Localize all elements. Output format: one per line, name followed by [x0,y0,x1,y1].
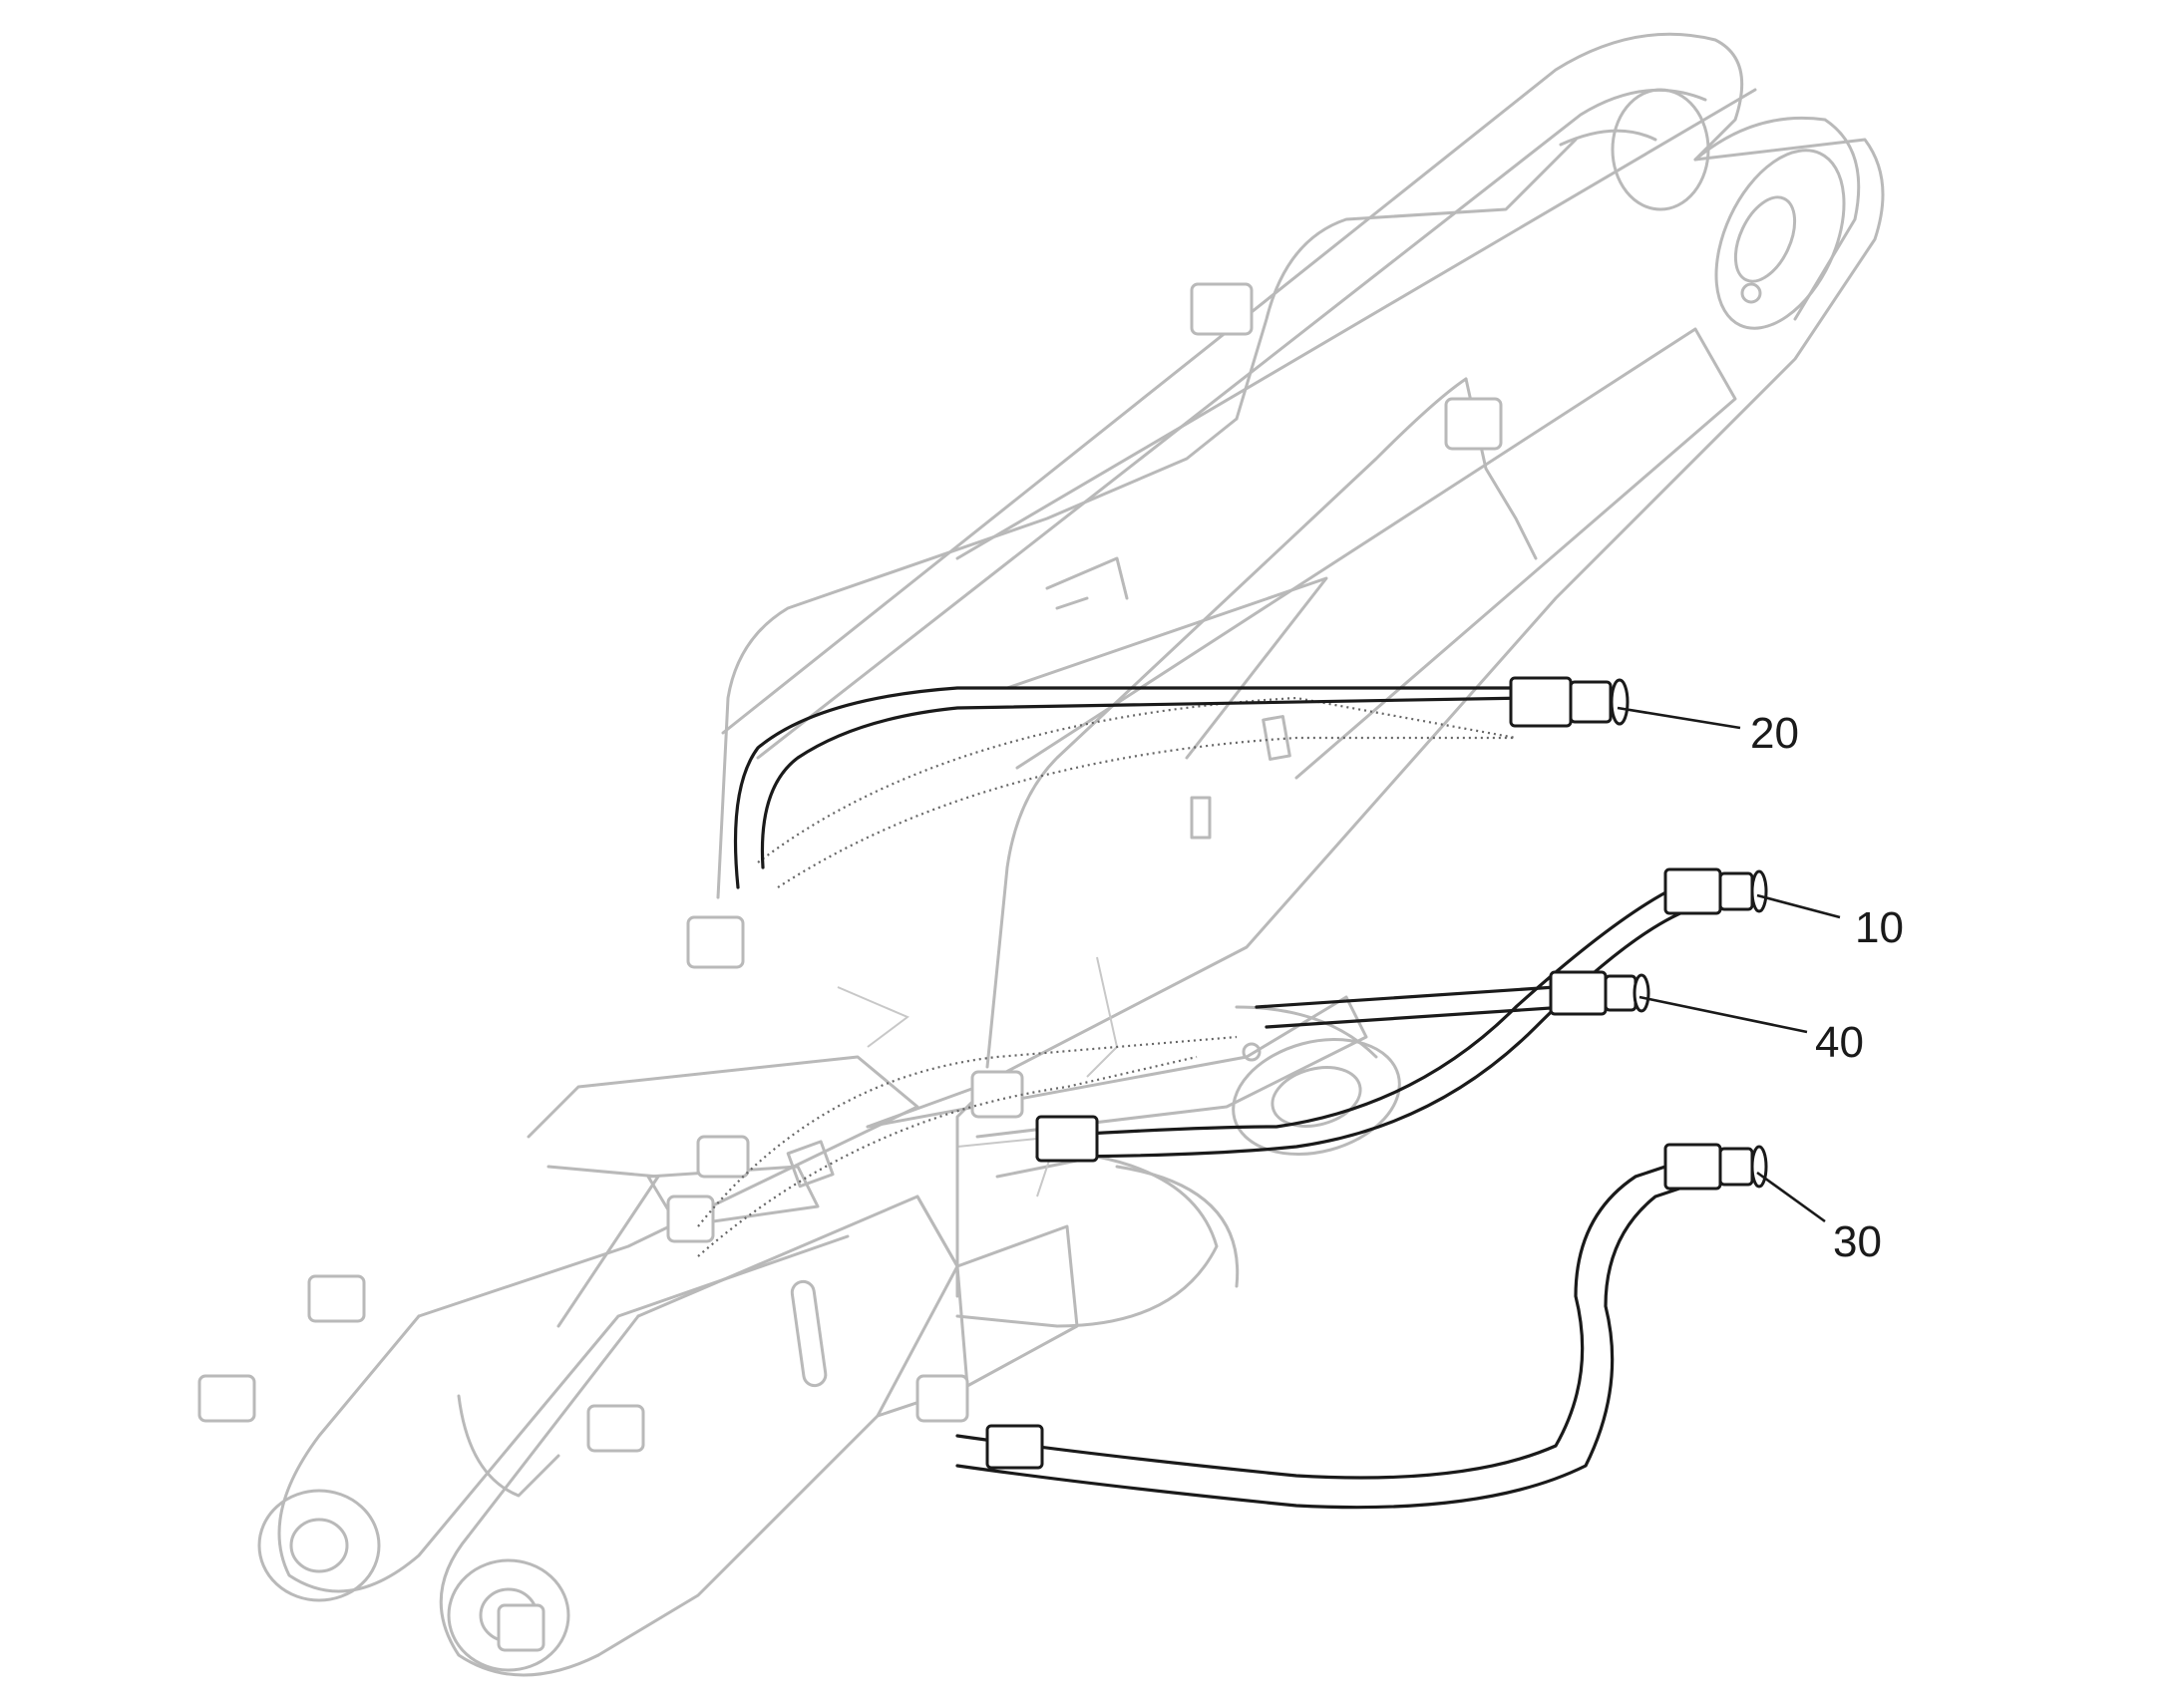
callout-10: 10 [1855,903,1904,952]
callout-30: 30 [1833,1217,1882,1266]
hose-10 [1035,867,1768,1163]
hose-30 [955,1143,1768,1510]
leader-line-20 [1617,706,1741,730]
hose-20-nut [1569,680,1613,724]
hose-30-nut [1718,1147,1754,1187]
boom-structure [197,32,1885,1677]
hose-40-nut [1604,974,1637,1012]
leader-line-10 [1756,893,1841,919]
hose-40 [1255,970,1650,1029]
leader-line-40 [1638,995,1808,1034]
hose-10-crimp-fitting [1663,867,1722,915]
hose-30-end-flange [1750,1145,1768,1189]
hose-20-end-flange [1610,678,1630,726]
hose-20-crimp-fitting [1509,676,1573,728]
hose-40-end-flange [1633,973,1650,1013]
hose-40-crimp-fitting [1549,970,1608,1016]
hose-30-lower-fitting [985,1424,1044,1470]
hose-20 [733,676,1630,889]
callout-40: 40 [1815,1018,1864,1067]
leader-line-30 [1756,1171,1826,1223]
hose-10-end-flange [1750,869,1768,913]
hose-10-nut [1718,871,1754,911]
hose-10-lower-fitting [1035,1115,1099,1163]
hose-30-crimp-fitting [1663,1143,1722,1191]
callout-20: 20 [1750,709,1799,758]
